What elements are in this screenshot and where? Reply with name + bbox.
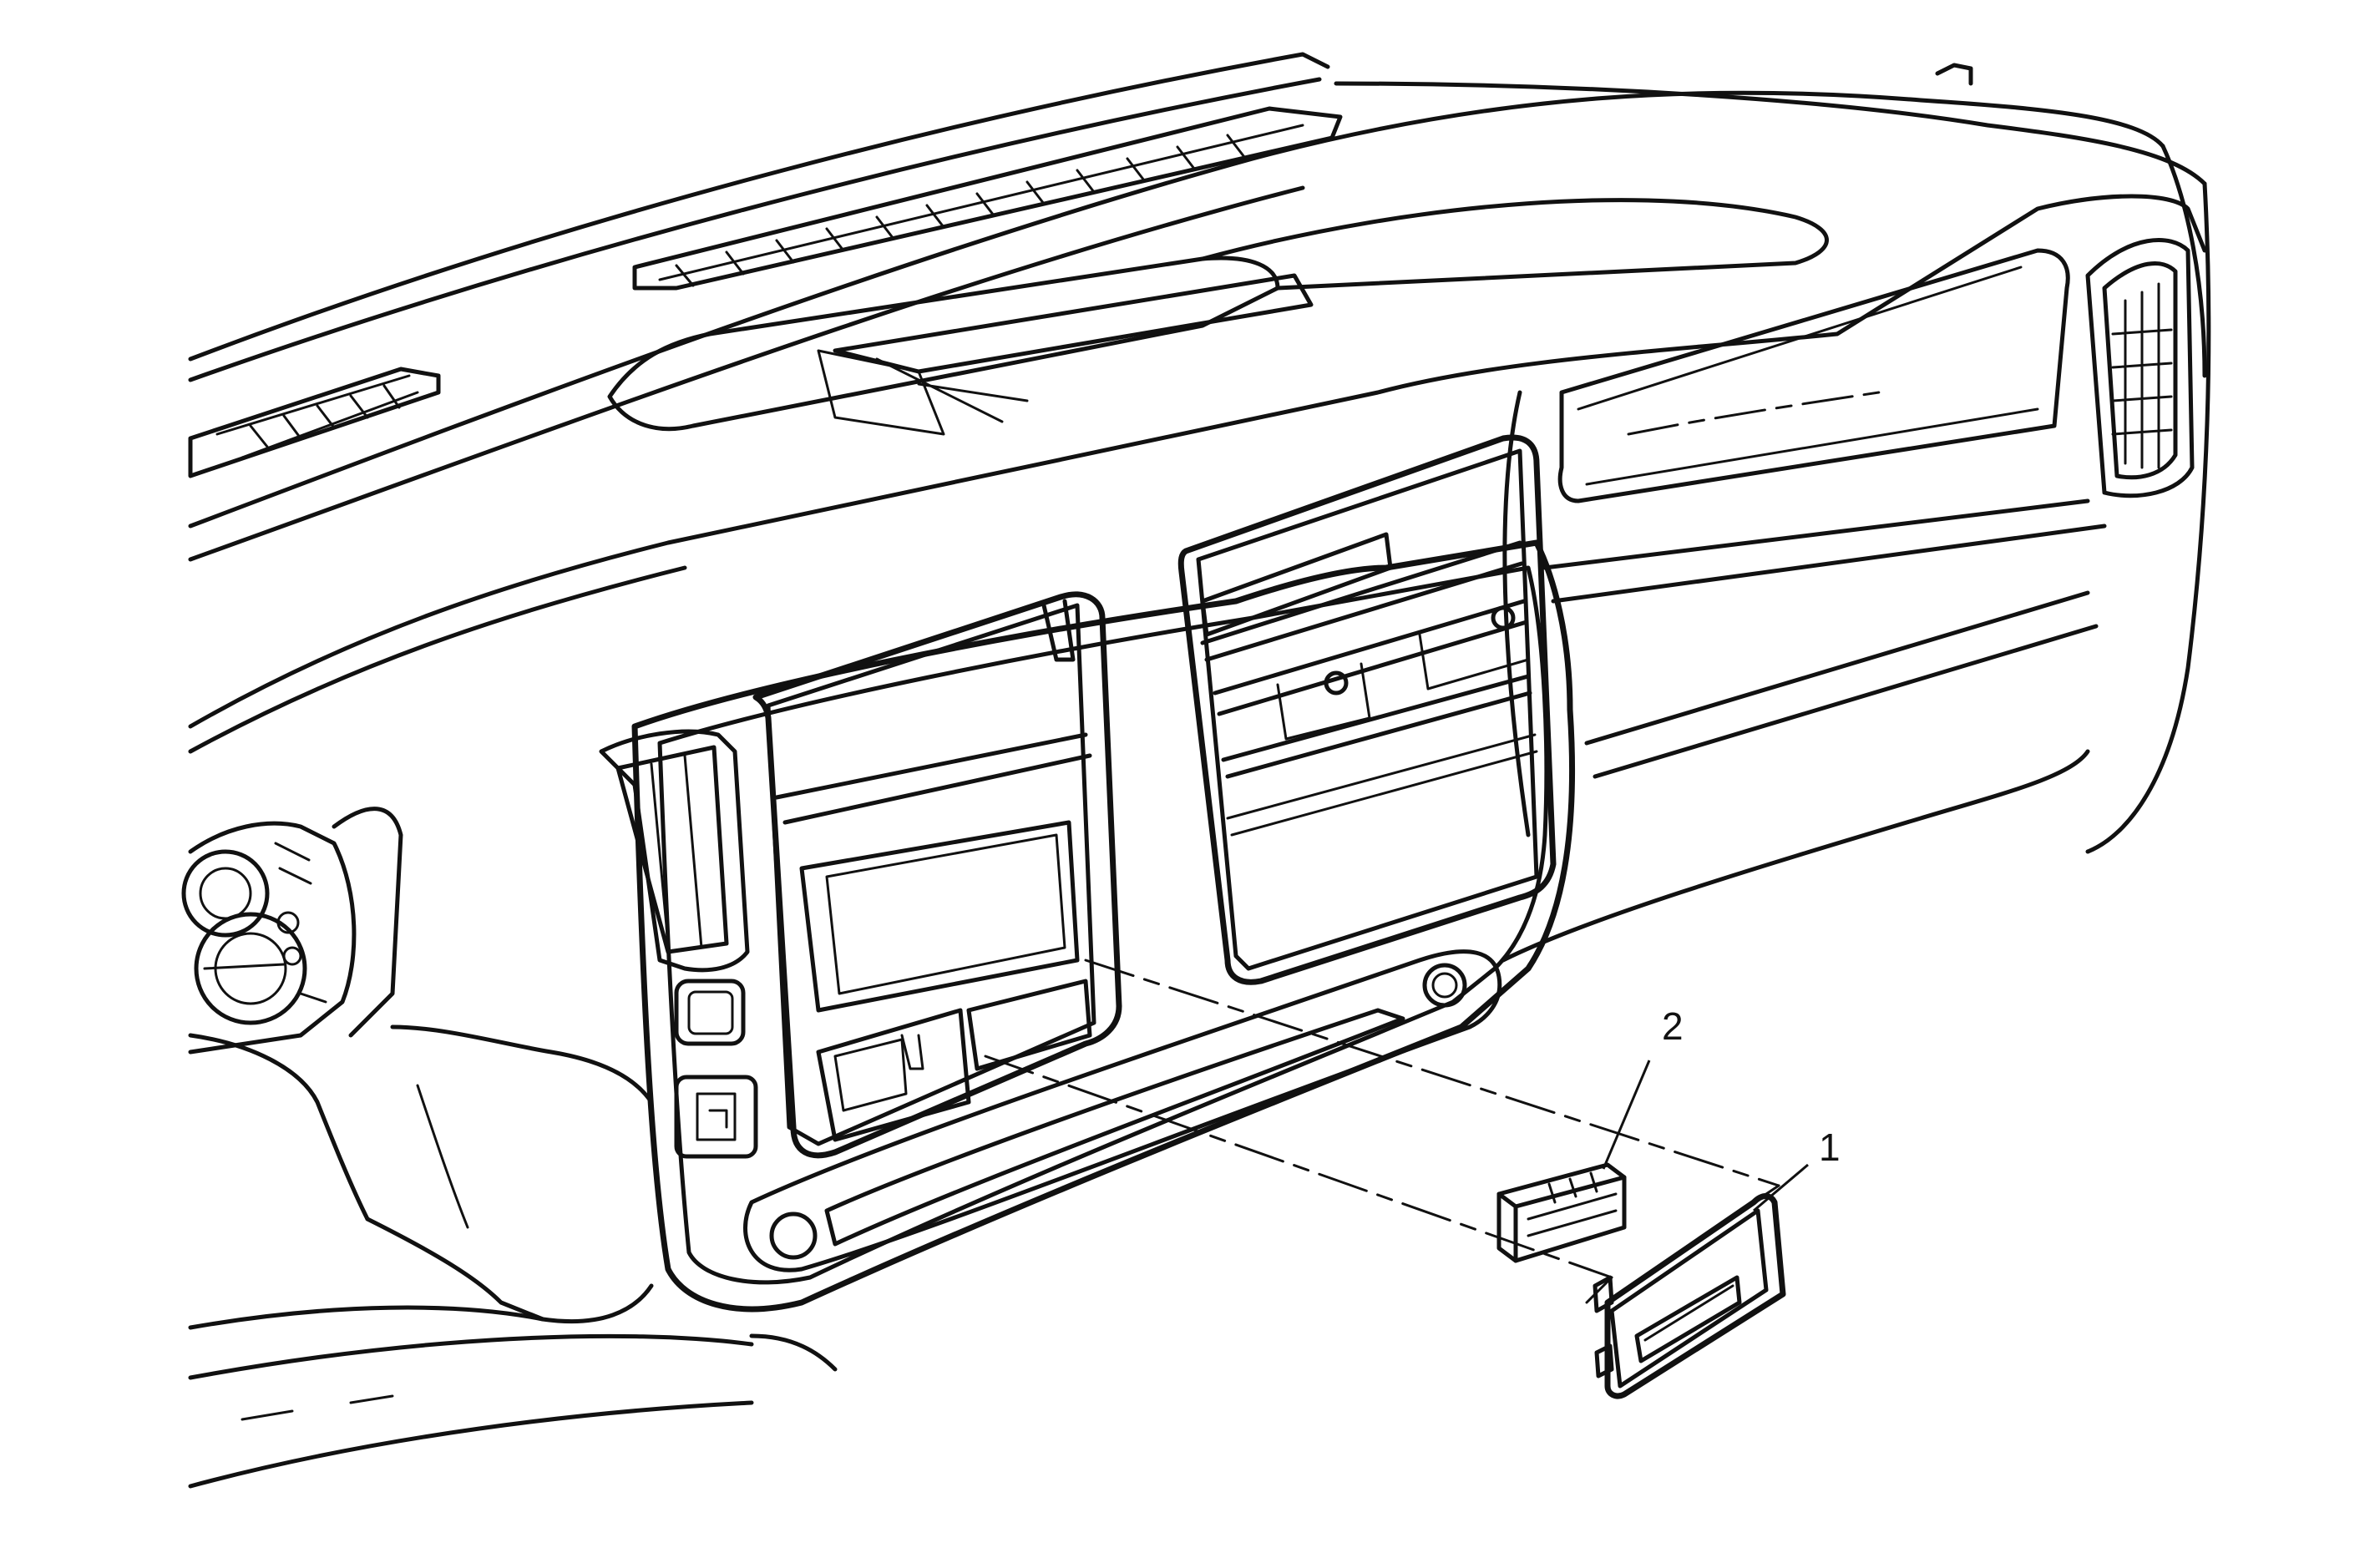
callout-1-leader — [1753, 1163, 1809, 1212]
lower-bezel — [743, 949, 1502, 1272]
callout-leaders — [1602, 1060, 1809, 1212]
bezel-part-1 — [1593, 1193, 1786, 1399]
defrost-vent-center — [632, 106, 1343, 291]
callout-label-2: 2 — [1662, 1004, 1684, 1048]
dash-top-rim — [188, 52, 2207, 562]
cluster-hood — [607, 198, 1829, 436]
dash-face — [188, 144, 2211, 854]
left-switch-bezel — [599, 729, 758, 1159]
instrument-cluster — [181, 807, 403, 1055]
defrost-vent-left — [188, 367, 441, 478]
steering-column-area — [188, 1024, 654, 1322]
side-vent-right — [2085, 238, 2195, 498]
callout-2-leader — [1602, 1060, 1651, 1170]
radio-opening — [752, 591, 1122, 1159]
glove-box — [1502, 248, 2107, 837]
switch-module-part-2 — [1496, 1162, 1627, 1263]
callout-label-1: 1 — [1819, 1126, 1841, 1169]
floor-lines — [188, 749, 2090, 1489]
hvac-opening — [1177, 434, 1557, 985]
